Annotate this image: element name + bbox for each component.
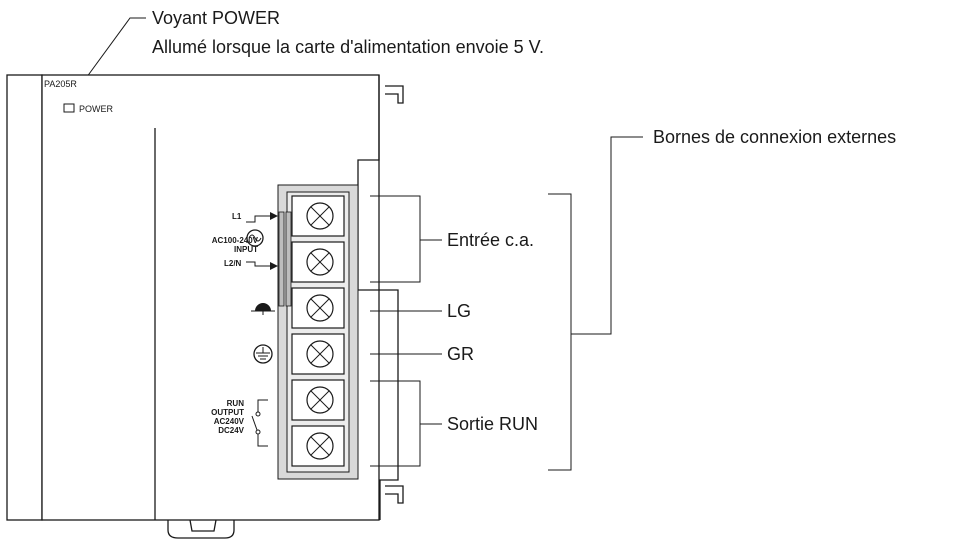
ac-label-line1: AC100-240V — [212, 236, 259, 245]
ac-wave-icon — [246, 229, 264, 247]
l1-label: L1 — [232, 212, 242, 221]
terminal-1 — [291, 195, 345, 237]
bottom-latch — [167, 520, 235, 539]
ac-input-bracket — [370, 195, 421, 283]
power-led-icon — [63, 103, 75, 113]
terminal-block-inner — [286, 191, 350, 473]
run-label-line3: AC240V — [214, 417, 245, 426]
ac-label-line2: INPUT — [234, 245, 258, 254]
l2n-wire — [246, 261, 270, 267]
run-label-line1: RUN — [227, 399, 245, 408]
ac-input-callout: Entrée c.a. — [447, 230, 534, 250]
unit-right-profile — [357, 75, 399, 520]
l2n-arrow — [270, 262, 278, 270]
power-indicator-leader-line — [69, 17, 146, 101]
run-label-line2: OUTPUT — [211, 408, 244, 417]
model-label: PA205R — [44, 79, 77, 89]
run-output-callout: Sortie RUN — [447, 414, 538, 434]
gr-callout: GR — [447, 344, 474, 364]
lg-callout: LG — [447, 301, 471, 321]
l2n-label: L2/N — [224, 259, 242, 268]
relay-contact-icon — [251, 399, 268, 447]
ac-wave-glyph — [248, 234, 262, 242]
l1-arrow — [270, 212, 278, 220]
power-indicator-title: Voyant POWER — [152, 8, 280, 28]
run-label-line4: DC24V — [218, 426, 244, 435]
l1-wire — [246, 215, 270, 223]
terminals-callout: Bornes de connexion externes — [653, 127, 896, 147]
bottom-din-hook — [385, 485, 404, 504]
unit-side-panel — [6, 74, 43, 521]
power-led-label: POWER — [79, 104, 114, 114]
power-indicator-description: Allumé lorsque la carte d'alimentation e… — [152, 37, 544, 57]
jumper-bars — [278, 211, 292, 307]
terminals-leader — [571, 136, 643, 335]
terminals-bracket — [548, 193, 572, 471]
bottom-latch-inner — [189, 519, 217, 532]
top-din-hook — [385, 85, 404, 104]
terminal-2 — [291, 241, 345, 283]
functional-ground-icon — [251, 303, 275, 315]
terminal-screws — [291, 195, 345, 467]
terminal-3 — [291, 287, 345, 329]
protective-earth-icon — [253, 344, 273, 364]
terminal-6 — [291, 425, 345, 467]
terminal-5 — [291, 379, 345, 421]
terminal-4 — [291, 333, 345, 375]
